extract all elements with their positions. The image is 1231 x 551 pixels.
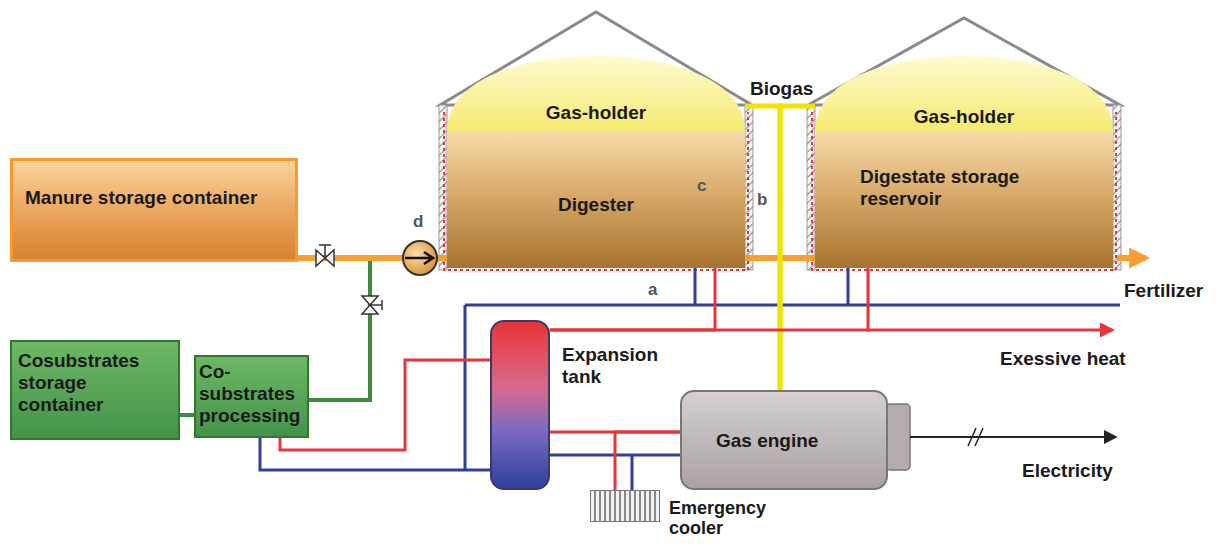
label-text: c [697, 176, 706, 196]
pipe-connector [309, 258, 447, 400]
gas-engine: Gas engine [680, 390, 888, 490]
callout-letter: b [757, 190, 767, 210]
storage-container: Manure storage container [10, 158, 298, 262]
label-text: d [413, 212, 423, 232]
electricity-arrow [910, 436, 1115, 438]
expansion-tank: Expansion tank [490, 320, 550, 490]
label-text: Biogas [750, 78, 813, 100]
storage-tank: Digestate storage reservoir [815, 132, 1113, 268]
callout-letter: d [413, 212, 423, 232]
fertilizer-arrow [1117, 255, 1146, 261]
excess-heat-arrow [868, 329, 1112, 332]
flow-label: Biogas [750, 78, 813, 100]
digester-tank: Digester [447, 132, 745, 268]
gas-holder: Gas-holder [447, 56, 745, 132]
node-text: Co- substrates processing [199, 361, 297, 427]
node-text: Digestate storage reservoir [860, 166, 1060, 210]
pipe-connector [280, 360, 490, 450]
callout-letter: a [648, 280, 657, 300]
label-text: a [648, 280, 657, 300]
storage-container: Cosubstrates storage container [10, 340, 180, 440]
pipe-connector [745, 106, 780, 390]
return-pipe [260, 268, 1120, 490]
output-label: Electricity [1022, 460, 1113, 482]
label-text: Fertilizer [1124, 280, 1203, 302]
output-label: Exessive heat [1000, 348, 1126, 370]
valve-symbol [362, 296, 382, 314]
engine-flange [886, 404, 910, 470]
node-text: Manure storage container [25, 187, 275, 209]
node-text: Expansion tank [562, 344, 672, 388]
cooler-symbol: Emergency cooler [590, 490, 660, 522]
pipe-connector [780, 106, 815, 390]
floor-heating [444, 112, 748, 270]
pipe-connector [180, 413, 194, 417]
callout-letter: c [697, 176, 706, 196]
label-text: Exessive heat [1000, 348, 1126, 370]
output-label: Fertilizer [1124, 280, 1203, 302]
node-text: Digester [447, 194, 745, 216]
label-text: Electricity [1022, 460, 1113, 482]
gas-holder: Gas-holder [815, 56, 1113, 132]
floor-heating [812, 112, 1116, 270]
node-text: Emergency cooler [669, 499, 789, 539]
node-text: Cosubstrates storage container [18, 350, 174, 416]
pipe-connector [615, 432, 680, 490]
pipe-connector [550, 268, 715, 330]
node-text: Gas-holder [447, 102, 745, 124]
valve-symbol [316, 245, 334, 266]
electricity-break [968, 428, 983, 446]
label-text: b [757, 190, 767, 210]
node-text: Gas-holder [815, 106, 1113, 128]
processing-box: Co- substrates processing [194, 355, 309, 438]
node-text: Gas engine [716, 430, 876, 452]
pump-symbol [403, 241, 437, 275]
pipe-connector [550, 268, 868, 330]
